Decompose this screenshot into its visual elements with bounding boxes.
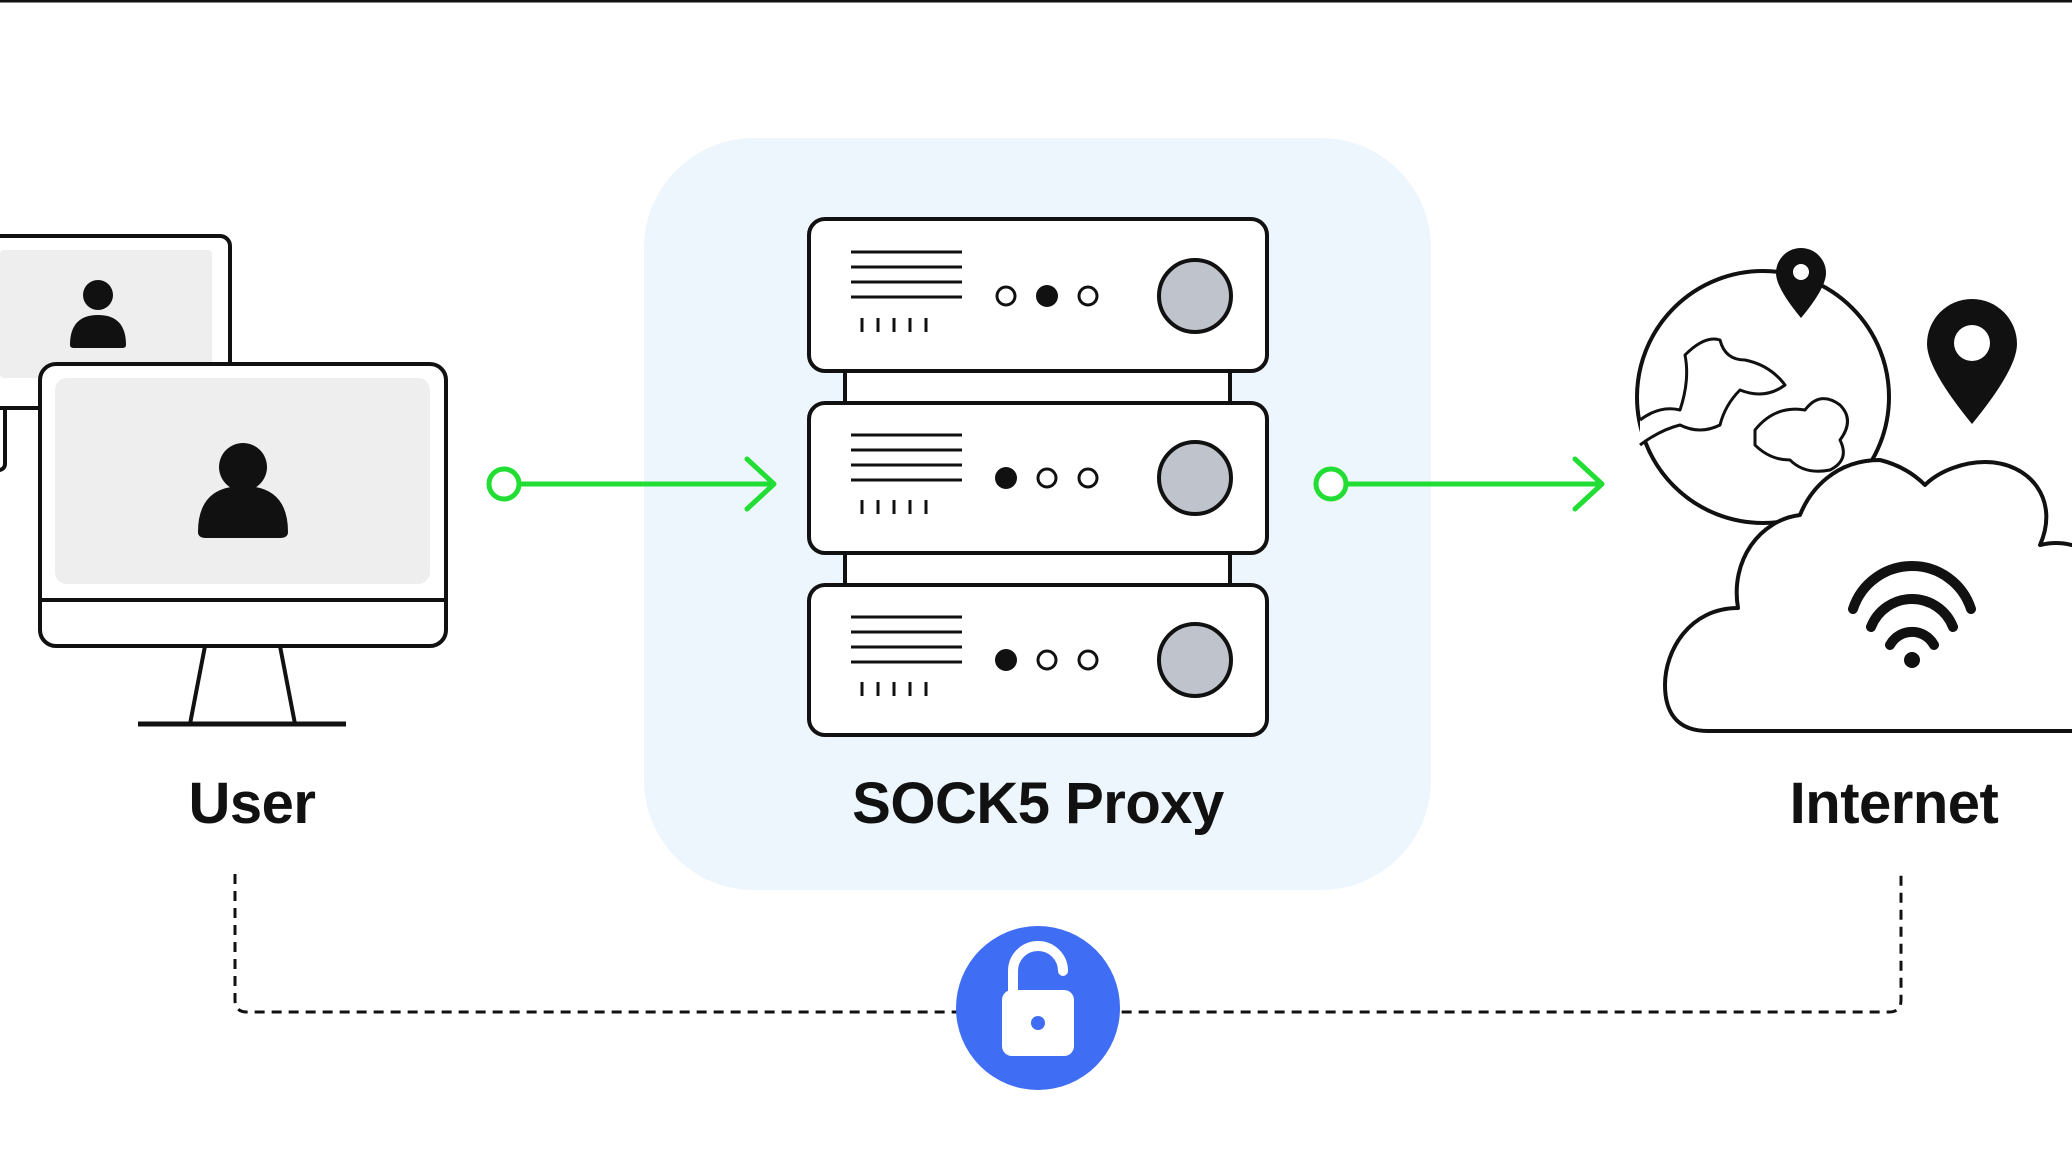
user-label: User — [188, 771, 316, 836]
lock-badge — [956, 926, 1120, 1090]
arrow-proxy-to-internet — [1313, 456, 1605, 512]
wifi-icon — [1848, 561, 1976, 668]
internet-label: Internet — [1789, 771, 1999, 836]
server-rack-icon — [807, 217, 1269, 737]
cloud-icon — [1663, 458, 2072, 733]
user-devices-icon — [0, 234, 448, 727]
server-unit-2 — [807, 401, 1269, 555]
tablet-person-icon — [70, 280, 126, 348]
map-pin-large-icon — [1927, 299, 2017, 424]
globe-icon — [1635, 269, 1891, 525]
server-knob-2 — [1157, 440, 1233, 516]
server-knob-3 — [1157, 622, 1233, 698]
server-unit-3 — [807, 583, 1269, 737]
open-padlock-icon — [1002, 941, 1074, 1056]
server-knob-1 — [1157, 258, 1233, 334]
internet-icon — [1635, 248, 2072, 733]
map-pin-small-icon — [1776, 248, 1826, 318]
arrow-user-to-proxy — [486, 456, 777, 512]
proxy-label: SOCK5 Proxy — [852, 771, 1224, 836]
monitor-person-icon — [198, 443, 288, 538]
monitor-icon — [38, 362, 448, 727]
server-unit-1 — [807, 217, 1269, 373]
